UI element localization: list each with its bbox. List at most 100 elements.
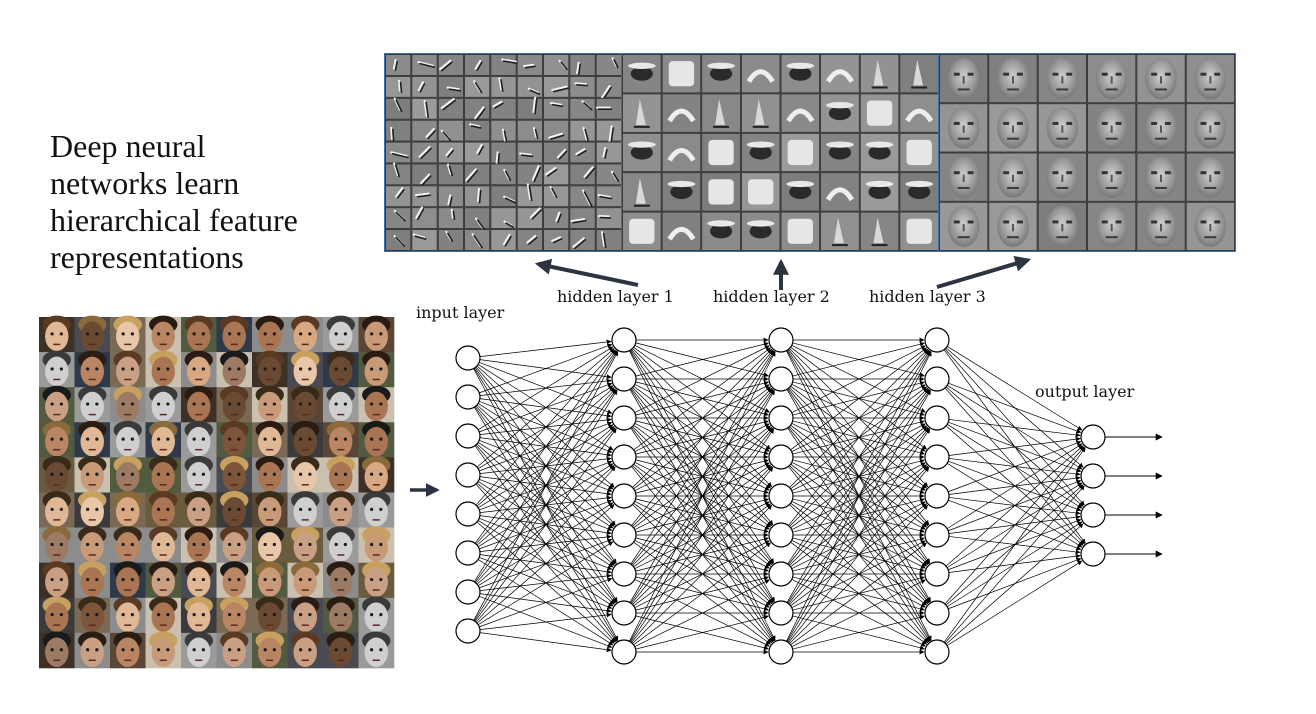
edge-features-cell bbox=[385, 141, 412, 164]
face-photo bbox=[216, 596, 253, 634]
edge-filter-dark-stroke bbox=[478, 145, 484, 156]
face-template-right-eye bbox=[1066, 171, 1073, 175]
face-template-right-eye bbox=[1214, 171, 1221, 175]
face-photo-face bbox=[293, 637, 317, 667]
face-photo bbox=[287, 385, 324, 423]
face-features-cell bbox=[988, 152, 1038, 202]
edge-filter-dark-stroke bbox=[466, 169, 479, 183]
face-photo-left-eye bbox=[263, 542, 267, 547]
edge-features-cell bbox=[385, 207, 412, 230]
face-photo-face bbox=[293, 426, 317, 457]
edge-features-cell bbox=[437, 75, 464, 98]
connection-edge bbox=[474, 428, 617, 622]
edge-filter-dark-stroke bbox=[470, 125, 482, 129]
face-photo bbox=[216, 491, 253, 528]
edge-filter-dark-stroke bbox=[585, 167, 595, 180]
contour-feature bbox=[667, 148, 696, 162]
edge-features-cell bbox=[516, 163, 543, 186]
contour-feature bbox=[905, 108, 934, 123]
face-photo-right-eye bbox=[201, 507, 205, 511]
face-photo-right-eye bbox=[308, 613, 312, 617]
face-template-right-eye bbox=[1115, 171, 1122, 175]
face-template-right-eye bbox=[1115, 220, 1122, 224]
edge-filter-dark-stroke bbox=[551, 103, 564, 108]
face-photo bbox=[145, 596, 182, 634]
facial-part-features-cell bbox=[859, 211, 900, 251]
edge-filter-light-stroke bbox=[395, 187, 404, 198]
face-features-cell bbox=[1037, 54, 1087, 104]
edge-filter-dark-stroke bbox=[577, 149, 587, 157]
face-photo-left-eye bbox=[157, 332, 161, 336]
connection-edge bbox=[791, 345, 926, 413]
face-photo bbox=[252, 315, 288, 353]
face-photo bbox=[110, 631, 146, 669]
face-photo bbox=[323, 385, 359, 423]
face-template-right-eye bbox=[1016, 171, 1023, 175]
connection-edge bbox=[474, 350, 618, 582]
face-template-left-eye bbox=[953, 171, 960, 175]
edge-filter-light-stroke bbox=[492, 100, 503, 108]
face-photo bbox=[181, 455, 217, 493]
face-photo-right-eye bbox=[59, 577, 63, 582]
edge-features-cell bbox=[464, 119, 491, 142]
hidden-layer-3-label: hidden layer 3 bbox=[869, 287, 986, 306]
face-photo bbox=[145, 350, 182, 388]
face-photo-face bbox=[80, 602, 104, 632]
facial-part-features-cell bbox=[622, 172, 662, 212]
face-features-cell bbox=[1087, 103, 1137, 153]
face-features-cell bbox=[939, 152, 989, 202]
edge-filter-dark-stroke bbox=[447, 149, 455, 158]
face-photo-right-eye bbox=[201, 613, 205, 617]
edge-filter-light-stroke bbox=[474, 59, 482, 70]
face-photo-left-eye bbox=[334, 613, 338, 617]
connection-edge bbox=[948, 440, 1082, 493]
eye-feature bbox=[709, 224, 733, 239]
nose-feature bbox=[635, 178, 646, 204]
face-photo-right-eye bbox=[308, 472, 312, 476]
facial-part-features-cell bbox=[859, 93, 900, 133]
edge-features-cell bbox=[490, 141, 517, 166]
face-photo bbox=[110, 561, 146, 599]
face-photo-right-eye bbox=[237, 507, 241, 511]
face-template-left-eye bbox=[1052, 121, 1059, 125]
face-photo-face bbox=[151, 567, 175, 597]
connection-edge bbox=[946, 443, 1083, 529]
face-photo bbox=[358, 420, 395, 458]
edge-features-cell-bg bbox=[437, 97, 464, 120]
edge-features-cell bbox=[490, 119, 517, 143]
edge-filter-light-stroke bbox=[412, 233, 426, 239]
face-photo-right-eye bbox=[166, 367, 170, 371]
nose-feature bbox=[873, 217, 884, 244]
facial-part-features-cell bbox=[740, 132, 781, 173]
facial-part-features-cell bbox=[859, 132, 900, 173]
face-photo bbox=[358, 491, 395, 528]
face-photo-left-eye bbox=[121, 542, 125, 547]
edge-features-cell-bg bbox=[437, 207, 464, 230]
edge-features-cell bbox=[385, 229, 412, 251]
edge-filter-dark-stroke bbox=[583, 102, 593, 111]
face-photo bbox=[74, 315, 111, 353]
edge-filter-light-stroke bbox=[423, 99, 428, 117]
connection-edge bbox=[948, 419, 1081, 438]
face-photo-right-eye bbox=[308, 577, 312, 582]
face-photo bbox=[145, 526, 182, 563]
slide-title-line-2: networks learn bbox=[50, 165, 240, 201]
face-photo-left-eye bbox=[334, 402, 338, 406]
face-photo bbox=[252, 561, 288, 599]
face-photo-left-eye bbox=[121, 613, 125, 617]
edge-features-cell-bg bbox=[437, 119, 464, 142]
edge-features-cell bbox=[385, 75, 412, 98]
edge-filter-light-stroke bbox=[523, 63, 535, 68]
face-photo-face bbox=[222, 321, 246, 352]
face-template-left-eye bbox=[1200, 220, 1207, 224]
face-photo-face bbox=[45, 532, 69, 562]
edge-features-cell bbox=[411, 185, 438, 208]
face-features-cell bbox=[1087, 201, 1137, 251]
face-template-right-eye bbox=[1115, 121, 1122, 125]
edge-filter-dark-stroke bbox=[395, 99, 403, 113]
face-photo-left-eye bbox=[121, 402, 125, 406]
edge-filter-dark-stroke bbox=[504, 170, 512, 181]
edge-filter-dark-stroke bbox=[572, 219, 587, 224]
edge-features-cell bbox=[411, 97, 438, 120]
facial-part-features-cell bbox=[820, 172, 860, 212]
